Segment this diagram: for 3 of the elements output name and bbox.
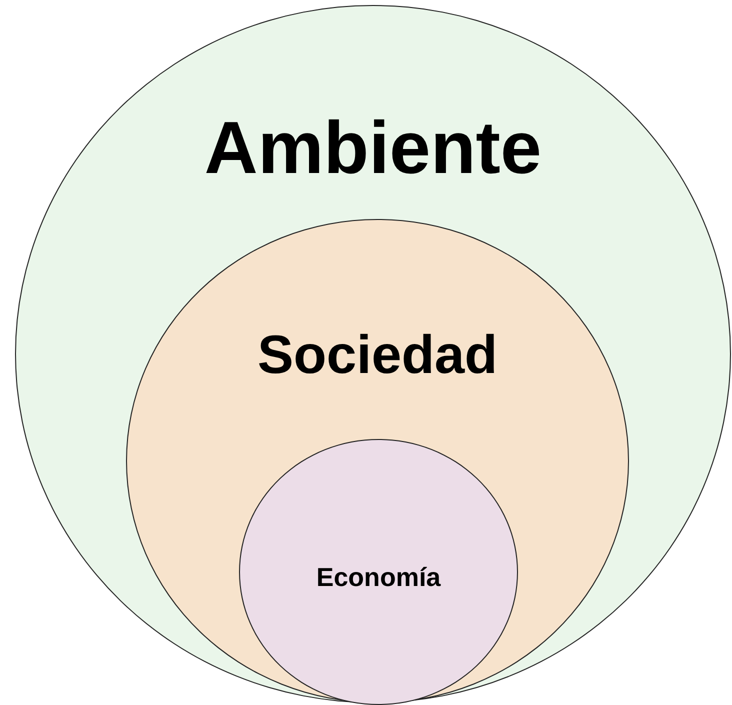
circle-label: Sociedad (257, 328, 498, 382)
circle-label: Economía (316, 564, 441, 590)
circle-label: Ambiente (204, 111, 542, 185)
